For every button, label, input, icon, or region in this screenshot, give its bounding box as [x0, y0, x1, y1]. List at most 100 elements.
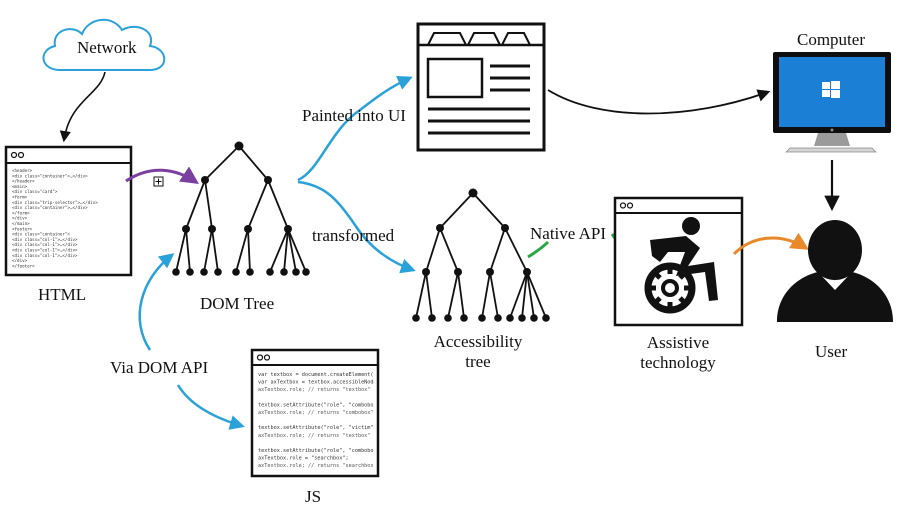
code-line: <div class="card">: [12, 189, 58, 194]
code-line: textbox.setAttribute("role", "combobox")…: [258, 402, 386, 408]
code-line: axTextbox.role; // returns "textbox": [258, 387, 370, 393]
tree-node: [264, 176, 272, 184]
via-dom-to-js-arrow: [176, 384, 245, 430]
tree-node: [486, 268, 494, 276]
tree-node: [172, 268, 180, 276]
code-line: textbox.setAttribute("role", "victim");: [258, 425, 380, 431]
code-line: </form>: [12, 210, 30, 215]
tree-node: [201, 176, 209, 184]
assistive-technology-label-line2: technology: [640, 352, 716, 372]
tree-edge: [439, 227, 459, 273]
tree-edge: [447, 271, 459, 319]
tree-edge: [481, 271, 491, 319]
code-line: <header>: [12, 168, 33, 173]
js-to-dom-arrow: [138, 253, 175, 351]
code-line: <div class="col-1">…</div>: [12, 237, 78, 242]
tree-edge: [489, 271, 499, 319]
tree-edge: [425, 271, 433, 319]
tree-edge: [521, 271, 528, 319]
tree-edge: [509, 271, 528, 319]
code-line: axTextbox.role; // returns "searchbox" b…: [258, 463, 402, 469]
transformed-label: transformed: [312, 226, 395, 245]
code-line: <div class="col-1">…</div>: [12, 253, 78, 258]
tree-edge: [283, 228, 289, 273]
code-line: <div class="container">…</div>: [12, 173, 88, 178]
code-line: <main>: [12, 184, 28, 189]
tree-edge: [235, 228, 249, 273]
assistive-technology-label: Assistive technology: [626, 333, 730, 372]
accessibility-tree-label-line2: tree: [465, 351, 491, 371]
code-line: <div class="trip-selector">…</div>: [12, 200, 98, 205]
code-line: <div class="col-1">…</div>: [12, 248, 78, 253]
tree-node: [501, 224, 509, 232]
html-code-block: <header> <div class="container">…</div><…: [12, 168, 98, 268]
accessibility-tree-label: Accessibility tree: [428, 332, 528, 371]
code-line: axTextbox.role = "searchbox";: [258, 456, 349, 462]
wheelchair-icon: [644, 217, 718, 314]
tree-edge: [185, 228, 191, 273]
html-to-dom-arrow: [125, 166, 199, 184]
user-label: User: [815, 342, 848, 361]
js-window: [250, 348, 380, 478]
tree-edge: [472, 192, 506, 229]
tree-edge: [203, 228, 213, 273]
html-window: [4, 145, 133, 277]
ui-to-computer-arrow: [547, 89, 771, 115]
accessibility-to-native-api-arrow: [527, 240, 550, 259]
tree-node: [208, 225, 216, 233]
code-line: var axTextbox = textbox.accessibleNode;: [258, 380, 380, 386]
js-label: JS: [305, 487, 322, 506]
tree-node: [468, 188, 478, 198]
tree-edge: [267, 179, 289, 230]
code-line: <div class="col-1">…</div>: [12, 242, 78, 247]
dom-to-ui-arrow: [297, 76, 413, 182]
code-line: <form>: [12, 195, 28, 200]
tree-node: [436, 224, 444, 232]
browser-window-icon: [416, 22, 546, 152]
tree-node: [506, 314, 514, 322]
code-line: <div class="container">…</div>: [12, 205, 88, 210]
plus-box-icon: [153, 176, 164, 187]
tree-node: [412, 314, 420, 322]
tree-edge: [238, 145, 269, 181]
accessibility-tree-label-line1: Accessibility: [433, 332, 523, 351]
tree-edge: [415, 271, 427, 319]
html-label: HTML: [38, 285, 87, 304]
tree-edge: [175, 228, 187, 273]
computer-label: Computer: [797, 30, 865, 49]
tree-node: [232, 268, 240, 276]
via-dom-api-label: Via DOM API: [110, 358, 209, 377]
tree-edge: [247, 228, 251, 273]
accessibility-tree: [412, 188, 550, 322]
tree-node: [200, 268, 208, 276]
tree-node: [266, 268, 274, 276]
tree-node: [454, 268, 462, 276]
tree-node: [518, 314, 526, 322]
tree-edge: [425, 227, 441, 273]
cloud-icon: [42, 19, 166, 71]
tree-edge: [489, 227, 506, 273]
code-line: axTextbox.role; // returns "textbox" bec…: [258, 433, 395, 439]
code-line: </header>: [12, 179, 35, 184]
code-line: axTextbox.role; // returns "combobox": [258, 410, 374, 416]
tree-node: [444, 314, 452, 322]
code-line: </div>: [12, 216, 28, 221]
tree-edge: [204, 179, 213, 230]
tree-edge: [439, 192, 474, 229]
dom-to-accessibility-arrow: [297, 180, 416, 274]
tree-node: [280, 268, 288, 276]
monitor-icon: [773, 52, 891, 153]
assistive-to-user-arrow: [732, 232, 810, 256]
native-api-label: Native API: [530, 224, 607, 243]
tree-node: [182, 225, 190, 233]
tree-node: [292, 268, 300, 276]
network-to-html-arrow: [59, 71, 106, 143]
tree-node: [523, 268, 531, 276]
tree-node: [284, 225, 292, 233]
dom-tree-label: DOM Tree: [200, 294, 275, 313]
assistive-window: [613, 196, 744, 327]
tree-edge: [504, 227, 528, 273]
tree-node: [422, 268, 430, 276]
code-line: textbox.setAttribute("role", "combobox")…: [258, 448, 386, 454]
